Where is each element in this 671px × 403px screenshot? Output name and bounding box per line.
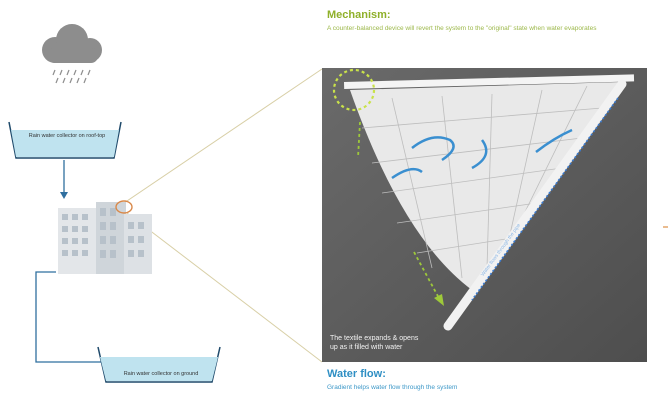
mechanism-description: A counter-balanced device will revert th… [327,25,597,32]
photo-caption-line2: up as it filled with water [330,344,403,351]
ground-tank-label: Rain water collector on ground [123,371,199,377]
water-flow-description: Gradient helps water flow through the sy… [327,384,458,391]
textile-illustration [322,68,647,362]
building-icon [58,200,152,274]
ground-tank [97,346,221,383]
rain-cloud-icon [42,24,102,84]
mechanism-title: Mechanism: [327,9,391,21]
photo-caption-line1: The textile expands & opens [330,335,419,342]
water-flow-title: Water flow: [327,368,386,380]
textile-photo: The textile expands & opens up as it fil… [322,68,647,362]
roof-tank [8,121,122,159]
roof-tank-label: Rain water collector on roof-top [28,133,106,139]
leader-line-top [126,68,323,202]
textile-location-marker [115,200,133,214]
leader-line-bottom [126,212,323,363]
building-to-ground-line [35,271,104,363]
arrow-down-icon [60,192,68,199]
